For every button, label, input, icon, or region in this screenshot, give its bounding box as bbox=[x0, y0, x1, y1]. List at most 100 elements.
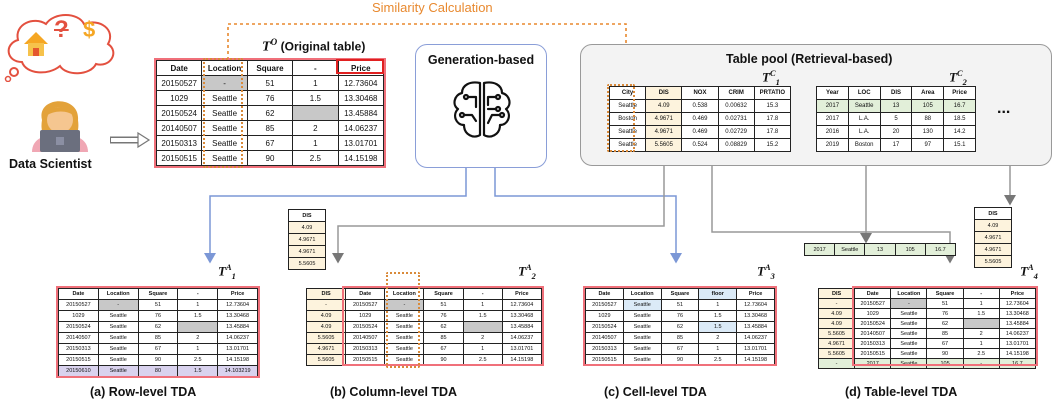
table-cell: 15.2 bbox=[753, 138, 792, 152]
table-cell: 17 bbox=[879, 138, 913, 152]
generation-panel: Generation-based bbox=[415, 44, 547, 168]
table-cell: 14.15198 bbox=[337, 150, 385, 166]
table-cell: 5.5605 bbox=[645, 138, 683, 152]
pool-to-col bbox=[332, 160, 665, 264]
dollar-icon: $ bbox=[83, 17, 96, 42]
table-tda-caption: (d) Table-level TDA bbox=[845, 385, 958, 399]
table-cell: 2019 bbox=[816, 138, 849, 152]
table-cell: 0.469 bbox=[681, 125, 719, 139]
original-table-title: TO (Original table) bbox=[262, 37, 366, 55]
cell-tda-title: TA3 bbox=[757, 262, 775, 281]
table-cell: 4.09 bbox=[288, 221, 326, 234]
table-cell: 97 bbox=[911, 138, 945, 152]
table-cell: L.A. bbox=[847, 112, 881, 126]
table-cell: 0.524 bbox=[681, 138, 719, 152]
table-cell: 13 bbox=[879, 99, 913, 113]
header-cell: DIS bbox=[817, 288, 856, 299]
table-cell: 0.00632 bbox=[717, 99, 755, 113]
table-cell: - bbox=[817, 358, 856, 369]
table-cell: - bbox=[817, 298, 856, 309]
original-table-frame bbox=[154, 58, 386, 168]
cell-tda-frame bbox=[583, 286, 777, 366]
table-cell: 12.73604 bbox=[217, 299, 258, 311]
table-cell: 4.9671 bbox=[974, 231, 1012, 244]
table-cell: 16.7 bbox=[998, 358, 1037, 369]
table-cell: 15.3 bbox=[753, 99, 792, 113]
table-cell: 4.09 bbox=[817, 308, 856, 319]
table-cell: 105 bbox=[911, 99, 945, 113]
table-tda-title: TA4 bbox=[1020, 262, 1038, 281]
header-cell: CRIM bbox=[717, 86, 755, 100]
table-cell: - bbox=[305, 299, 347, 311]
table-cell: 0.469 bbox=[681, 112, 719, 126]
table-cell: 4.9671 bbox=[645, 125, 683, 139]
table-cell: 0.02731 bbox=[717, 112, 755, 126]
table-cell: 5.5605 bbox=[817, 348, 856, 359]
table-cell: 4.09 bbox=[305, 310, 347, 322]
table-pool-label: Table pool (Retrieval-based) bbox=[726, 52, 893, 66]
table-cell: 5.5605 bbox=[305, 354, 347, 366]
table-cell: 2017 bbox=[803, 243, 836, 256]
table-cell: Boston bbox=[847, 138, 881, 152]
col-tda-caption: (b) Column-level TDA bbox=[330, 385, 458, 399]
header-cell: DIS bbox=[645, 86, 683, 100]
thought-cloud bbox=[4, 14, 115, 82]
col-tda-title: TA2 bbox=[518, 262, 536, 281]
col-tda-frame bbox=[342, 286, 544, 366]
header-cell: DIS bbox=[879, 86, 913, 100]
similarity-label: Similarity Calculation bbox=[372, 0, 493, 15]
header-cell: Year bbox=[816, 86, 849, 100]
house-icon bbox=[24, 32, 48, 56]
price-header-highlight bbox=[336, 59, 384, 74]
table-cell: 2017 bbox=[816, 99, 849, 113]
gen-to-cell bbox=[494, 168, 682, 264]
table-cell: Seattle bbox=[847, 99, 881, 113]
row-tda-title: TA1 bbox=[218, 262, 236, 281]
table-cell: 17.8 bbox=[753, 125, 792, 139]
table-cell bbox=[292, 105, 339, 121]
table-cell: 4.09 bbox=[645, 99, 683, 113]
table-cell: 16.7 bbox=[924, 243, 957, 256]
table-cell: 15.1 bbox=[943, 138, 976, 152]
table-cell: 4.09 bbox=[974, 219, 1012, 232]
table-cell: 2.5 bbox=[292, 150, 339, 166]
table-cell: 2017 bbox=[816, 112, 849, 126]
table-cell: - bbox=[201, 75, 248, 91]
table-cell: 20 bbox=[879, 125, 913, 139]
pool-t2-title: TC2 bbox=[949, 68, 967, 87]
table-cell: 4.9671 bbox=[288, 233, 326, 246]
col-location-highlight bbox=[386, 272, 420, 368]
header-cell: Area bbox=[911, 86, 945, 100]
pool-t1-title: TC1 bbox=[762, 68, 780, 87]
scientist-avatar bbox=[32, 101, 88, 152]
header-cell: DIS bbox=[974, 207, 1012, 220]
table-cell: 14.2 bbox=[943, 125, 976, 139]
table-cell: 105 bbox=[894, 243, 926, 256]
table-cell: 18.5 bbox=[943, 112, 976, 126]
data-scientist-label: Data Scientist bbox=[9, 157, 92, 171]
table-cell: 130 bbox=[911, 125, 945, 139]
original-table-subtitle: (Original table) bbox=[280, 39, 366, 54]
gen-to-row bbox=[204, 168, 467, 264]
